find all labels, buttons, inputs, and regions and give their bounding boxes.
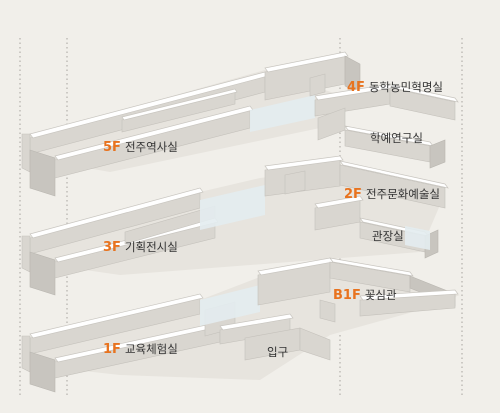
level-3f-walls [21,155,449,296]
floor-number: 1F [103,342,121,357]
level-1f-walls [21,257,460,393]
level-5f-walls [21,51,459,197]
room-name: 학예연구실 [370,131,423,145]
floor-number: 2F [344,187,362,202]
room-name: 기획전시실 [124,240,178,254]
room-name: 전주문화예술실 [365,187,440,201]
room-name: 전주역사실 [124,140,178,154]
floor-number: 3F [103,240,121,255]
label-directors-office: 관장실 [372,229,404,243]
room-name: 관장실 [372,229,404,243]
label-entrance: 입구 [267,345,288,359]
floor-number: 4F [347,80,365,95]
label-hakye-research: 학예연구실 [370,131,423,145]
room-name: 입구 [267,345,289,359]
floor-number: B1F [333,288,361,303]
room-name: 꽃심관 [364,288,397,302]
room-name: 동학농민혁명실 [368,80,443,94]
room-name: 교육체험실 [124,342,178,356]
floor-number: 5F [103,140,121,155]
